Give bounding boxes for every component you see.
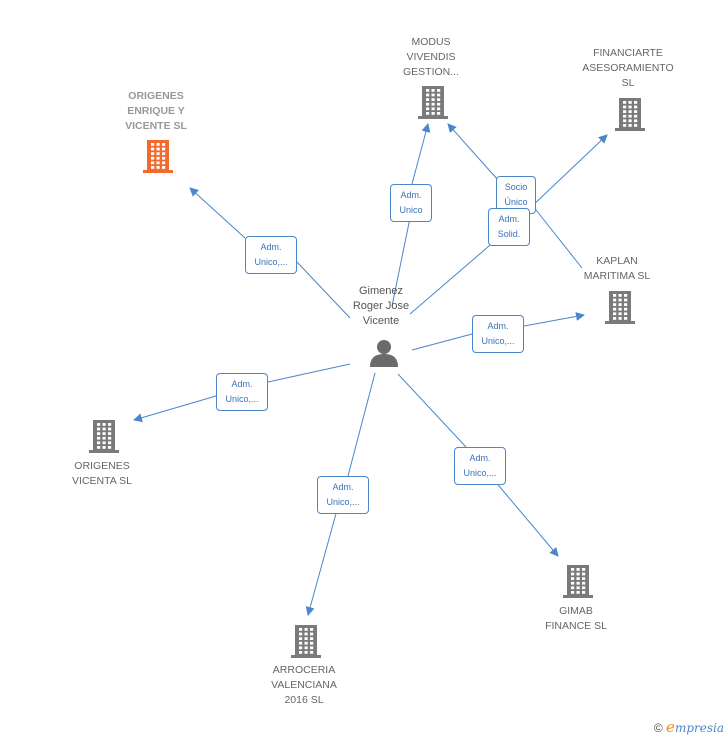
edge-modus [411,123,431,185]
edge-origenes-vicenta [133,395,217,423]
node-label-arroceria: ARROCERIA VALENCIANA 2016 SL [271,664,337,706]
building-icon [563,565,593,598]
edge-label[interactable]: Adm. Unico,... [454,447,506,485]
node-label-origenes-enrique: ORIGENES ENRIQUE Y VICENTE SL [125,90,187,132]
edges-layer [133,123,608,616]
footer-credit[interactable]: © empresia [654,718,724,736]
node-label-gimab: GIMAB FINANCE SL [545,605,607,632]
edge-financiarte [409,239,497,315]
edge-modus [391,217,411,307]
edge-origenes-enrique [189,187,246,239]
edge-origenes-enrique [296,261,351,319]
node-label-origenes-vicenta: ORIGENES VICENTA SL [72,460,132,487]
node-label-modus: MODUS VIVENDIS GESTION... [402,36,460,78]
brand-logo: empresia [666,718,724,736]
person-icon[interactable] [369,339,399,367]
center-person-name[interactable]: Gimenez Roger Jose Vicente [352,285,410,327]
building-icon [143,140,173,173]
edge-kaplan-socio [447,123,499,181]
edge-kaplan [523,312,585,327]
edge-label[interactable]: Socio Único [496,176,536,214]
edge-label[interactable]: Adm. Unico,... [317,476,369,514]
building-icon [291,625,321,658]
edge-kaplan-socio [535,209,583,269]
edge-gimab [493,479,559,557]
building-icon [615,98,645,131]
edge-arroceria [305,509,338,616]
edge-gimab [397,373,467,448]
building-icon [418,86,448,119]
edge-kaplan [411,333,473,351]
edge-financiarte [529,134,608,209]
building-icon [89,420,119,453]
edge-origenes-vicenta [267,363,351,383]
edge-label[interactable]: Adm. Unico,... [216,373,268,411]
edge-label[interactable]: Adm. Unico,... [472,315,524,353]
edge-arroceria [347,372,376,477]
copyright-symbol: © [653,721,663,735]
edge-label[interactable]: Adm. Unico,... [245,236,297,274]
edge-label[interactable]: Adm. Unico [390,184,432,222]
edge-label[interactable]: Adm. Solid. [488,208,530,246]
building-icon [605,291,635,324]
node-label-financiarte: FINANCIARTE ASESORAMIENTO SL [582,47,674,89]
node-label-kaplan: KAPLAN MARITIMA SL [583,255,651,282]
